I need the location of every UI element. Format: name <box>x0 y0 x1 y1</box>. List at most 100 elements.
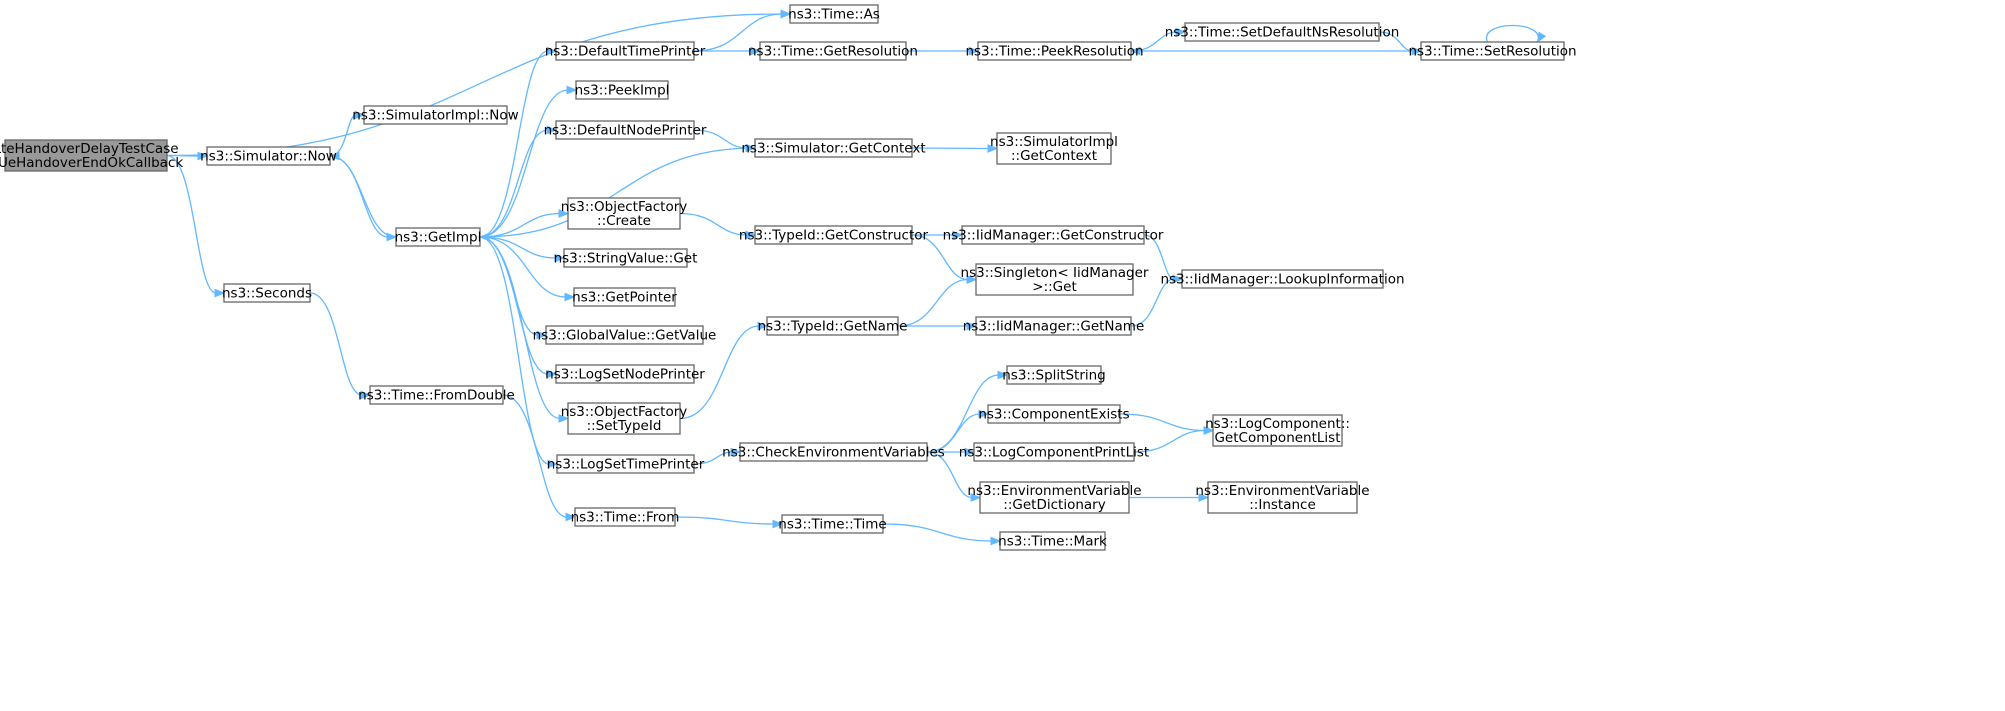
edge-line <box>479 236 561 420</box>
graph-node-label: ns3::ComponentExists <box>978 407 1129 423</box>
graph-node-timeMark[interactable]: ns3::Time::Mark <box>998 531 1107 551</box>
graph-node-simImplGetContext[interactable]: ns3::SimulatorImpl::GetContext <box>990 132 1118 165</box>
graph-node-box <box>567 197 681 230</box>
edge-arrowhead <box>966 275 978 284</box>
graph-node-iidLookupInfo[interactable]: ns3::IidManager::LookupInformation <box>1160 269 1405 289</box>
graph-node-box <box>363 105 508 125</box>
graph-node-checkEnvVars[interactable]: ns3::CheckEnvironmentVariables <box>722 442 945 462</box>
graph-node-box <box>1207 481 1358 514</box>
graph-node-box <box>555 120 695 140</box>
graph-node-box <box>977 41 1132 61</box>
graph-node-box <box>556 454 695 474</box>
edge-arrowhead <box>750 46 762 56</box>
graph-node-label: ns3::PeekImpl <box>575 83 670 99</box>
graph-node-box <box>996 132 1112 165</box>
graph-node-getPointer[interactable]: ns3::GetPointer <box>572 287 677 307</box>
graph-node-timeGetResolution[interactable]: ns3::Time::GetResolution <box>748 41 918 61</box>
graph-node-box <box>395 227 481 247</box>
graph-node-label: ns3::DefaultTimePrinter <box>545 44 706 60</box>
graph-node-singletonGet[interactable]: ns3::Singleton< IidManager>::Get <box>961 263 1149 296</box>
graph-node-simImplNow[interactable]: ns3::SimulatorImpl::Now <box>352 105 519 125</box>
graph-node-timeSetDefaultNsRes[interactable]: ns3::Time::SetDefaultNsResolution <box>1165 22 1400 42</box>
graph-node-label: ::Create <box>597 213 651 229</box>
graph-node-timeSetResolution[interactable]: ns3::Time::SetResolution <box>1408 41 1577 61</box>
edge-arrowhead <box>968 46 980 56</box>
graph-node-box <box>575 80 669 100</box>
edge-line <box>897 278 969 327</box>
graph-node-timeAs[interactable]: ns3::Time::As <box>788 4 880 24</box>
graph-node-simGetContext[interactable]: ns3::Simulator::GetContext <box>741 138 926 158</box>
graph-node-peekImpl[interactable]: ns3::PeekImpl <box>575 80 670 100</box>
edge-line <box>693 451 733 465</box>
graph-node-logCompGetList[interactable]: ns3::LogComponent::GetComponentList <box>1205 414 1350 447</box>
graph-edge-getImpl-to-logSetTimePrinter <box>479 236 559 469</box>
graph-node-logSetTimePrinter[interactable]: ns3::LogSetTimePrinter <box>547 454 705 474</box>
graph-node-box <box>206 146 331 166</box>
graph-node-simNow[interactable]: ns3::Simulator::Now <box>200 146 337 166</box>
graph-node-timeFrom[interactable]: ns3::Time::From <box>571 507 680 527</box>
graph-node-timeTime[interactable]: ns3::Time::Time <box>778 514 887 534</box>
graph-node-label: ns3::SimulatorImpl::Now <box>352 108 518 124</box>
edge-line <box>166 154 217 294</box>
graph-node-box <box>975 316 1132 336</box>
graph-node-label: ns3::Simulator::GetContext <box>741 141 925 157</box>
edge-arrowhead <box>730 447 742 457</box>
graph-edge-logComponentPrintList-to-logCompGetList <box>1133 426 1215 453</box>
edge-line <box>479 50 549 238</box>
graph-node-label: >::Get <box>1032 279 1076 295</box>
graph-node-box <box>979 481 1130 514</box>
graph-node-timePeekResolution[interactable]: ns3::Time::PeekResolution <box>965 41 1144 61</box>
graph-node-label: ns3::Simulator::Now <box>200 149 337 165</box>
graph-node-label: ns3::CheckEnvironmentVariables <box>722 445 945 461</box>
graph-node-splitString[interactable]: ns3::SplitString <box>1002 365 1106 385</box>
edge-line <box>1130 278 1175 327</box>
edge-arrowhead <box>536 330 548 340</box>
graph-edge-getImpl-to-simNow <box>328 151 397 238</box>
graph-node-typeIdGetConstructor[interactable]: ns3::TypeId::GetConstructor <box>739 225 929 245</box>
edge-arrowhead <box>478 232 490 242</box>
graph-edge-timeSetResolution-to-timeSetResolution <box>1485 24 1547 44</box>
graph-node-label: ns3::GlobalValue::GetValue <box>533 328 717 344</box>
graph-node-envVarInstance[interactable]: ns3::EnvironmentVariable::Instance <box>1195 481 1370 514</box>
graph-node-fromDouble[interactable]: ns3::Time::FromDouble <box>358 385 515 405</box>
graph-node-box <box>1420 41 1565 61</box>
graph-edge-getImpl-to-defaultTimePrinter <box>479 46 558 238</box>
graph-node-envVarGetDictionary[interactable]: ns3::EnvironmentVariable::GetDictionary <box>967 481 1142 514</box>
graph-node-globalValueGet[interactable]: ns3::GlobalValue::GetValue <box>533 325 717 345</box>
graph-node-logSetNodePrinter[interactable]: ns3::LogSetNodePrinter <box>545 364 705 384</box>
edge-arrowhead <box>214 288 226 298</box>
graph-node-label: ns3::DefaultNodePrinter <box>544 123 707 139</box>
edge-arrowhead <box>360 390 372 400</box>
graph-node-iidGetConstructor[interactable]: ns3::IidManager::GetConstructor <box>943 225 1164 245</box>
edge-arrowhead <box>966 321 978 331</box>
graph-node-label: ns3::IidManager::LookupInformation <box>1160 272 1404 288</box>
edge-arrowhead <box>772 519 784 529</box>
graph-node-seconds[interactable]: ns3::Seconds <box>222 283 312 303</box>
graph-node-label: ns3::ObjectFactory <box>561 404 688 420</box>
edge-line <box>926 451 973 499</box>
graph-edge-logSetTimePrinter-to-checkEnvVars <box>693 447 742 465</box>
graph-node-iidGetName[interactable]: ns3::IidManager::GetName <box>963 316 1145 336</box>
graph-node-typeIdGetName[interactable]: ns3::TypeId::GetName <box>758 316 908 336</box>
graph-node-stringValueGet[interactable]: ns3::StringValue::Get <box>554 248 698 268</box>
graph-node-root[interactable]: LteHandoverDelayTestCase::UeHandoverEndO… <box>0 139 183 172</box>
graph-node-logComponentPrintList[interactable]: ns3::LogComponentPrintList <box>959 442 1149 462</box>
graph-edge-envVarGetDictionary-to-envVarInstance <box>1128 493 1210 502</box>
edge-line <box>479 147 756 238</box>
edge-arrowhead <box>546 46 558 56</box>
graph-node-defaultNodePrinter[interactable]: ns3::DefaultNodePrinter <box>544 120 707 140</box>
graph-node-label: ns3::Time::Time <box>778 517 886 533</box>
graph-node-defaultTimePrinter[interactable]: ns3::DefaultTimePrinter <box>545 41 706 61</box>
graph-node-label: ns3::Singleton< IidManager <box>961 265 1149 281</box>
graph-node-label: ns3::ObjectFactory <box>561 199 688 215</box>
graph-node-componentExists[interactable]: ns3::ComponentExists <box>978 404 1130 424</box>
graph-node-getImpl[interactable]: ns3::GetImpl <box>395 227 482 247</box>
edge-arrowhead <box>565 512 577 522</box>
edge-line <box>693 13 783 52</box>
graph-node-box <box>1006 365 1102 385</box>
graph-node-label: LteHandoverDelayTestCase <box>0 141 179 157</box>
graph-node-objFactoryCreate[interactable]: ns3::ObjectFactory::Create <box>561 197 688 230</box>
graph-node-objFactorySetTypeId[interactable]: ns3::ObjectFactory::SetTypeId <box>561 402 688 435</box>
edge-line <box>166 154 200 157</box>
